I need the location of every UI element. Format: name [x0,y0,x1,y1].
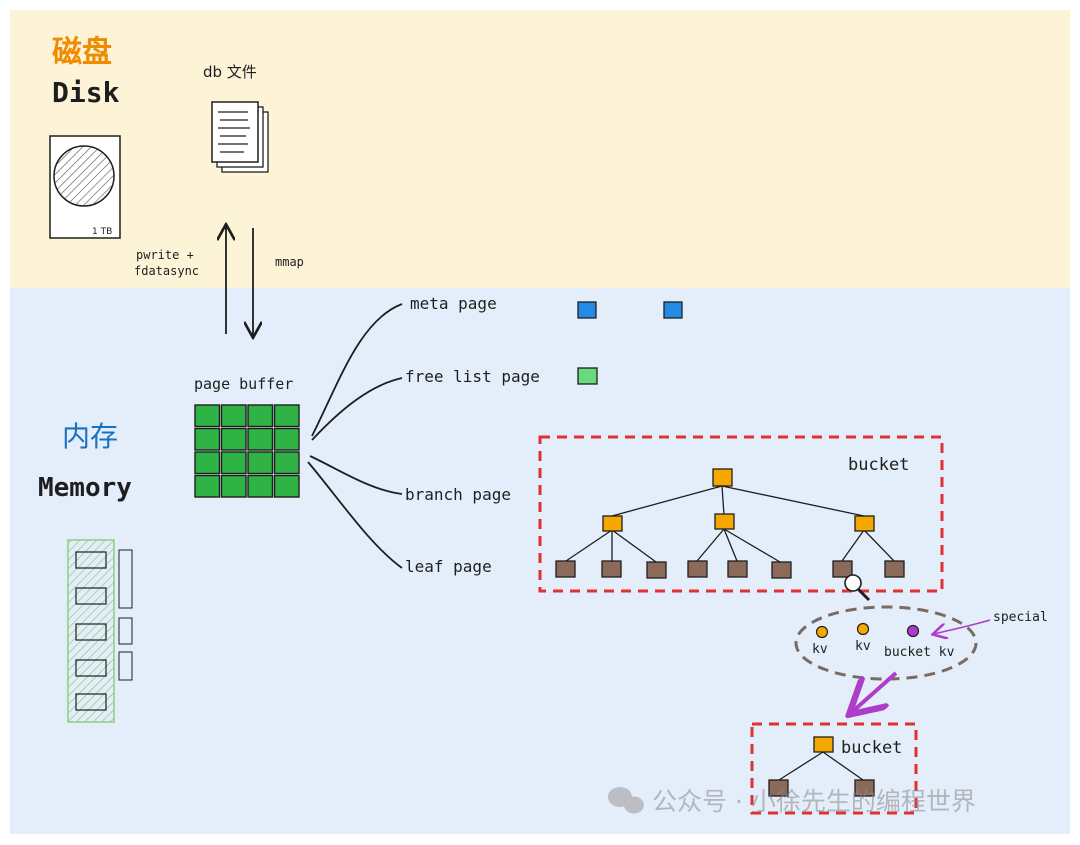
page-buffer-grid [194,404,300,498]
kv-label: kv [855,639,871,654]
branch-nodes [602,468,875,532]
meta-page-label: meta page [410,294,497,313]
bucket-label: bucket [848,455,909,475]
memory-stick-icon [67,539,133,723]
memory-title-cn: 内存 [62,420,118,453]
bucket-kv-dot [906,624,920,638]
kv-label: kv [812,642,828,657]
page-buffer-cell [273,404,300,428]
page-buffer-cell [247,451,274,475]
nested-bucket-label: bucket [841,738,902,758]
write-label-line2: fdatasync [134,264,199,278]
document-stack-icon [211,101,269,173]
page-buffer-cell [220,427,247,451]
leaf-node [646,561,667,579]
meta-page-block [577,301,597,319]
nested-bucket-tree [768,736,875,797]
disk-title-cn: 磁盘 [52,35,112,70]
bucket-tree-edges [565,485,895,563]
leaf-node [768,779,789,797]
disk-title-en: Disk [52,76,120,109]
watermark-text: 公众号 · 小徐先生的编程世界 [652,787,976,816]
leaf-node [727,560,748,578]
meta-page-block [663,301,683,319]
page-buffer-cell [247,427,274,451]
page-buffer-label: page buffer [194,375,293,393]
page-buffer-cell [194,404,221,428]
special-arrow [934,619,991,634]
leaf-node [555,560,576,578]
leaf-node [601,560,622,578]
page-buffer-cell [194,474,221,498]
mmap-label: mmap [275,255,304,269]
page-buffer-cell [247,404,274,428]
branch-node [854,515,875,532]
watermark: 公众号 · 小徐先生的编程世界 [608,787,976,816]
bucket-frame [538,435,944,593]
leaf-kv-ellipse [794,605,978,681]
disk-region [10,10,1070,288]
page-buffer-cell [220,474,247,498]
magnifier-icon [844,574,871,602]
write-label-line1: pwrite + [136,248,194,262]
branch-page-label: branch page [405,485,511,504]
kv-dot [815,625,829,639]
page-buffer-cell [194,427,221,451]
disk-capacity: 1 TB [92,227,112,237]
page-buffer-cell [273,427,300,451]
page-buffer-cell [220,451,247,475]
special-label: special [993,610,1048,625]
leaf-page-label: leaf page [405,557,492,576]
page-buffer-cell [273,451,300,475]
free-list-page-block [577,367,598,385]
branch-node [714,513,735,530]
nested-bucket-frame [750,722,918,815]
leaf-node [854,779,875,797]
hard-disk-icon [49,135,121,239]
leaf-node [687,560,708,578]
free-list-page-label: free list page [405,367,540,386]
page-type-connectors [307,303,403,569]
kv-dot [856,622,870,636]
memory-title-en: Memory [38,473,132,503]
chat-bubble-icon [608,787,644,814]
branch-node-root [712,468,733,487]
branch-node-root [813,736,834,753]
leaf-node [884,560,905,578]
page-buffer-cell [273,474,300,498]
page-buffer-cell [194,451,221,475]
db-file-label: db 文件 [203,63,257,81]
leaf-node [832,560,853,578]
branch-node [602,515,623,532]
leaf-nodes [555,560,905,579]
bucket-kv-label: bucket kv [884,645,955,660]
nested-bucket-arrow [852,671,898,712]
page-buffer-cell [247,474,274,498]
leaf-node [771,561,792,579]
page-buffer-cell [220,404,247,428]
